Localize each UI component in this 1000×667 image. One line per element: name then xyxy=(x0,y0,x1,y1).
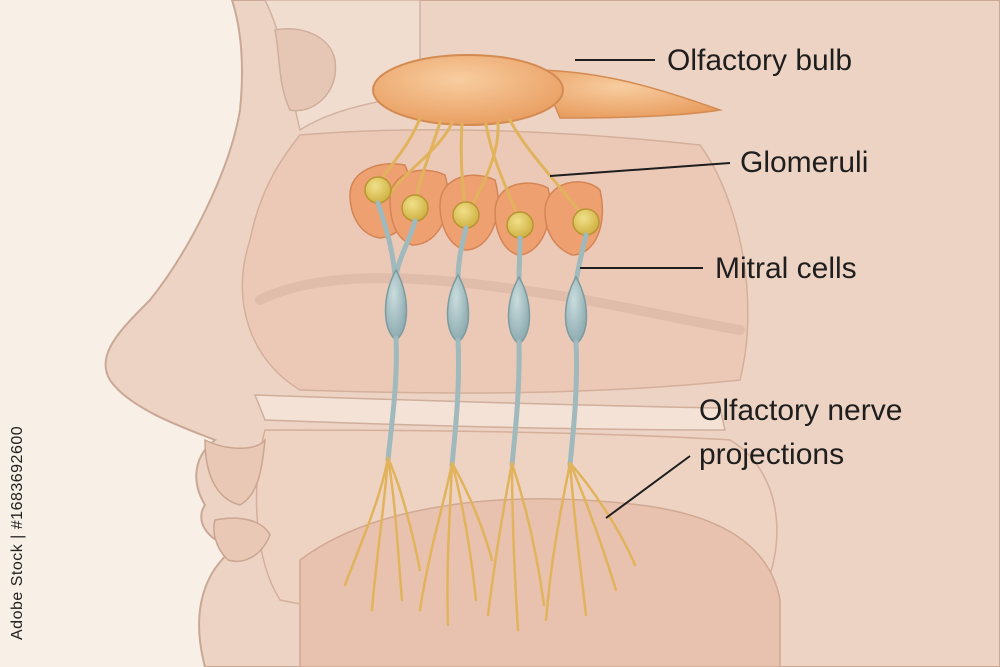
glomerulus-core xyxy=(453,202,479,228)
label-mitral-cells: Mitral cells xyxy=(715,252,857,285)
label-nerve-projections-line2: projections xyxy=(699,438,844,471)
label-olfactory-bulb: Olfactory bulb xyxy=(667,44,852,77)
glomerulus-core xyxy=(507,212,533,238)
glomerulus-core xyxy=(402,195,428,221)
side-watermark: Adobe Stock | #1683692600 xyxy=(9,426,26,640)
label-nerve-projections-line1: Olfactory nerve xyxy=(699,394,902,427)
glomerulus-core xyxy=(365,177,391,203)
mitral-cell-dendrite xyxy=(519,238,520,282)
nasal-cavity xyxy=(242,130,748,393)
olfactory-bulb xyxy=(373,55,563,125)
glomerulus-core xyxy=(573,209,599,235)
label-glomeruli: Glomeruli xyxy=(740,146,868,179)
